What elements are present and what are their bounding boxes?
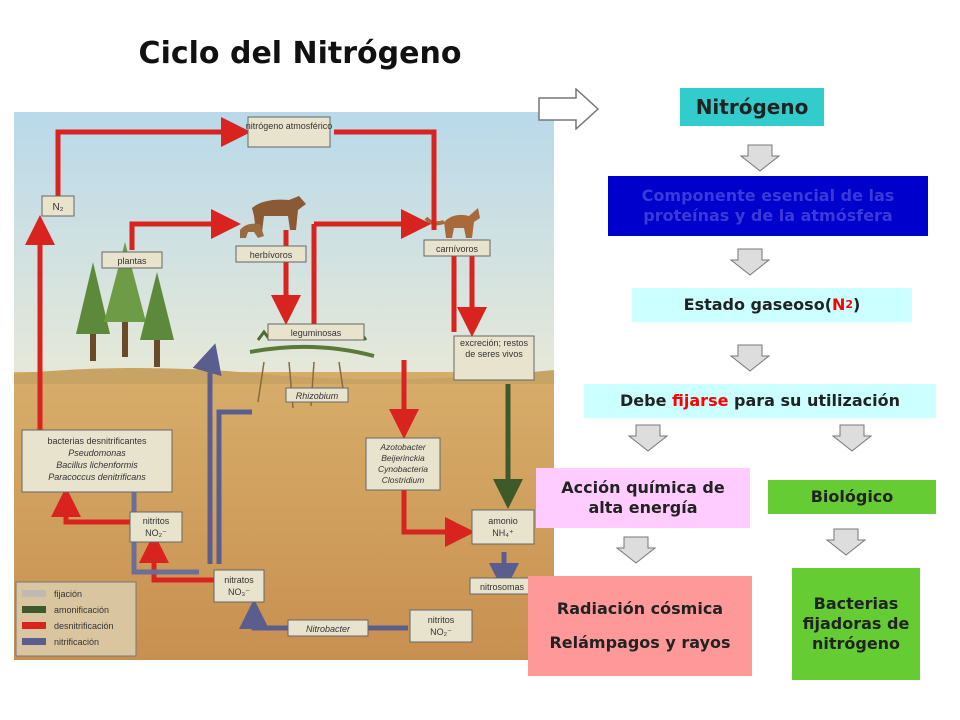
svg-text:nitritos: nitritos bbox=[428, 615, 455, 625]
node-nitrogeno: Nitrógeno bbox=[680, 88, 824, 126]
cow-icon bbox=[240, 196, 306, 238]
svg-text:amonio: amonio bbox=[488, 516, 518, 526]
node-carnivores: carnívoros bbox=[423, 239, 491, 257]
svg-text:plantas: plantas bbox=[117, 256, 147, 266]
node-nitrates: nitratos NO₃⁻ bbox=[213, 569, 265, 603]
block-arrow-down-icon bbox=[832, 424, 872, 452]
gaseoso-close: ) bbox=[853, 295, 861, 314]
node-nitrobacter: Nitrobacter bbox=[287, 619, 369, 637]
trees-icon bbox=[76, 242, 174, 367]
block-arrow-down-icon bbox=[826, 528, 866, 556]
svg-text:N₂: N₂ bbox=[52, 202, 63, 213]
svg-text:NO₂⁻: NO₂⁻ bbox=[145, 528, 167, 538]
svg-text:Nitrobacter: Nitrobacter bbox=[306, 624, 351, 634]
node-excretion: excreción; restos de seres vivos bbox=[453, 335, 535, 381]
gaseoso-sub: 2 bbox=[845, 298, 854, 312]
node-n2: N₂ bbox=[41, 195, 75, 217]
svg-text:nitrificación: nitrificación bbox=[54, 637, 99, 647]
block-arrow-right-icon bbox=[538, 88, 600, 130]
legend: fijación amonificación desnitrificación … bbox=[15, 581, 137, 657]
block-arrow-down-icon bbox=[730, 344, 770, 372]
block-arrow-down-icon bbox=[740, 144, 780, 172]
node-legumes: leguminosas bbox=[267, 323, 365, 341]
node-nitrites-1: nitritos NO₂⁻ bbox=[129, 511, 183, 543]
svg-text:Beijerinckia: Beijerinckia bbox=[381, 453, 425, 463]
svg-text:Cynobacteria: Cynobacteria bbox=[378, 464, 428, 474]
svg-text:leguminosas: leguminosas bbox=[291, 328, 342, 338]
node-ammonium: amonio NH₄⁺ bbox=[471, 509, 535, 545]
node-plants: plantas bbox=[101, 251, 163, 269]
node-fixers: Azotobacter Beijerinckia Cynobacteria Cl… bbox=[365, 437, 441, 491]
radiacion-text: Radiación cósmica bbox=[556, 599, 724, 618]
debe-post: para su utilización bbox=[734, 391, 900, 410]
svg-text:Bacillus lichenformis: Bacillus lichenformis bbox=[56, 460, 138, 470]
svg-text:desnitrificación: desnitrificación bbox=[54, 621, 114, 631]
node-atmospheric-nitrogen: nitrógeno atmosférico bbox=[246, 116, 333, 148]
relampagos-text: Relámpagos y rayos bbox=[549, 633, 731, 652]
gaseoso-text: Estado gaseoso( bbox=[683, 295, 832, 314]
svg-text:Azotobacter: Azotobacter bbox=[379, 442, 427, 452]
node-biologico: Biológico bbox=[768, 480, 936, 514]
node-nitrites-2: nitritos NO₂⁻ bbox=[409, 609, 473, 643]
node-herbivores: herbívoros bbox=[235, 245, 307, 263]
svg-text:NO₂⁻: NO₂⁻ bbox=[430, 627, 452, 637]
svg-text:Paracoccus denitrificans: Paracoccus denitrificans bbox=[48, 472, 146, 482]
svg-text:nitrosomas: nitrosomas bbox=[480, 582, 525, 592]
node-accion-quimica: Acción química de alta energía bbox=[536, 468, 750, 528]
debe-em: fijarse bbox=[672, 391, 729, 410]
svg-text:nitratos: nitratos bbox=[224, 575, 254, 585]
svg-text:fijación: fijación bbox=[54, 589, 82, 599]
svg-text:bacterias desnitrificantes: bacterias desnitrificantes bbox=[47, 436, 147, 446]
block-arrow-down-icon bbox=[628, 424, 668, 452]
gaseoso-n: N bbox=[832, 295, 846, 314]
node-rhizobium: Rhizobium bbox=[285, 387, 349, 403]
debe-pre: Debe bbox=[620, 391, 667, 410]
svg-text:Clostridium: Clostridium bbox=[382, 475, 425, 485]
svg-text:nitritos: nitritos bbox=[143, 516, 170, 526]
node-denitrifying-bacteria: bacterias desnitrificantes Pseudomonas B… bbox=[21, 429, 173, 493]
nitrogen-cycle-diagram: nitrógeno atmosférico N₂ plantas herbívo… bbox=[14, 112, 554, 660]
node-componente: Componente esencial de las proteínas y d… bbox=[608, 176, 928, 236]
svg-text:carnívoros: carnívoros bbox=[436, 244, 479, 254]
svg-text:amonificación: amonificación bbox=[54, 605, 109, 615]
block-arrow-down-icon bbox=[730, 248, 770, 276]
svg-text:NO₃⁻: NO₃⁻ bbox=[228, 587, 250, 597]
node-radiacion: Radiación cósmica Relámpagos y rayos bbox=[528, 576, 752, 676]
svg-text:Pseudomonas: Pseudomonas bbox=[68, 448, 126, 458]
node-nitrosomas: nitrosomas bbox=[469, 577, 535, 595]
svg-text:herbívoros: herbívoros bbox=[250, 250, 293, 260]
svg-text:nitrógeno atmosférico: nitrógeno atmosférico bbox=[246, 121, 333, 131]
page-title: Ciclo del Nitrógeno bbox=[138, 36, 462, 71]
block-arrow-down-icon bbox=[616, 536, 656, 564]
node-debe-fijarse: Debe fijarse para su utilización bbox=[584, 384, 936, 418]
node-bacterias-fijadoras: Bacterias fijadoras de nitrógeno bbox=[792, 568, 920, 680]
svg-text:Rhizobium: Rhizobium bbox=[296, 391, 339, 401]
svg-text:NH₄⁺: NH₄⁺ bbox=[492, 528, 514, 538]
